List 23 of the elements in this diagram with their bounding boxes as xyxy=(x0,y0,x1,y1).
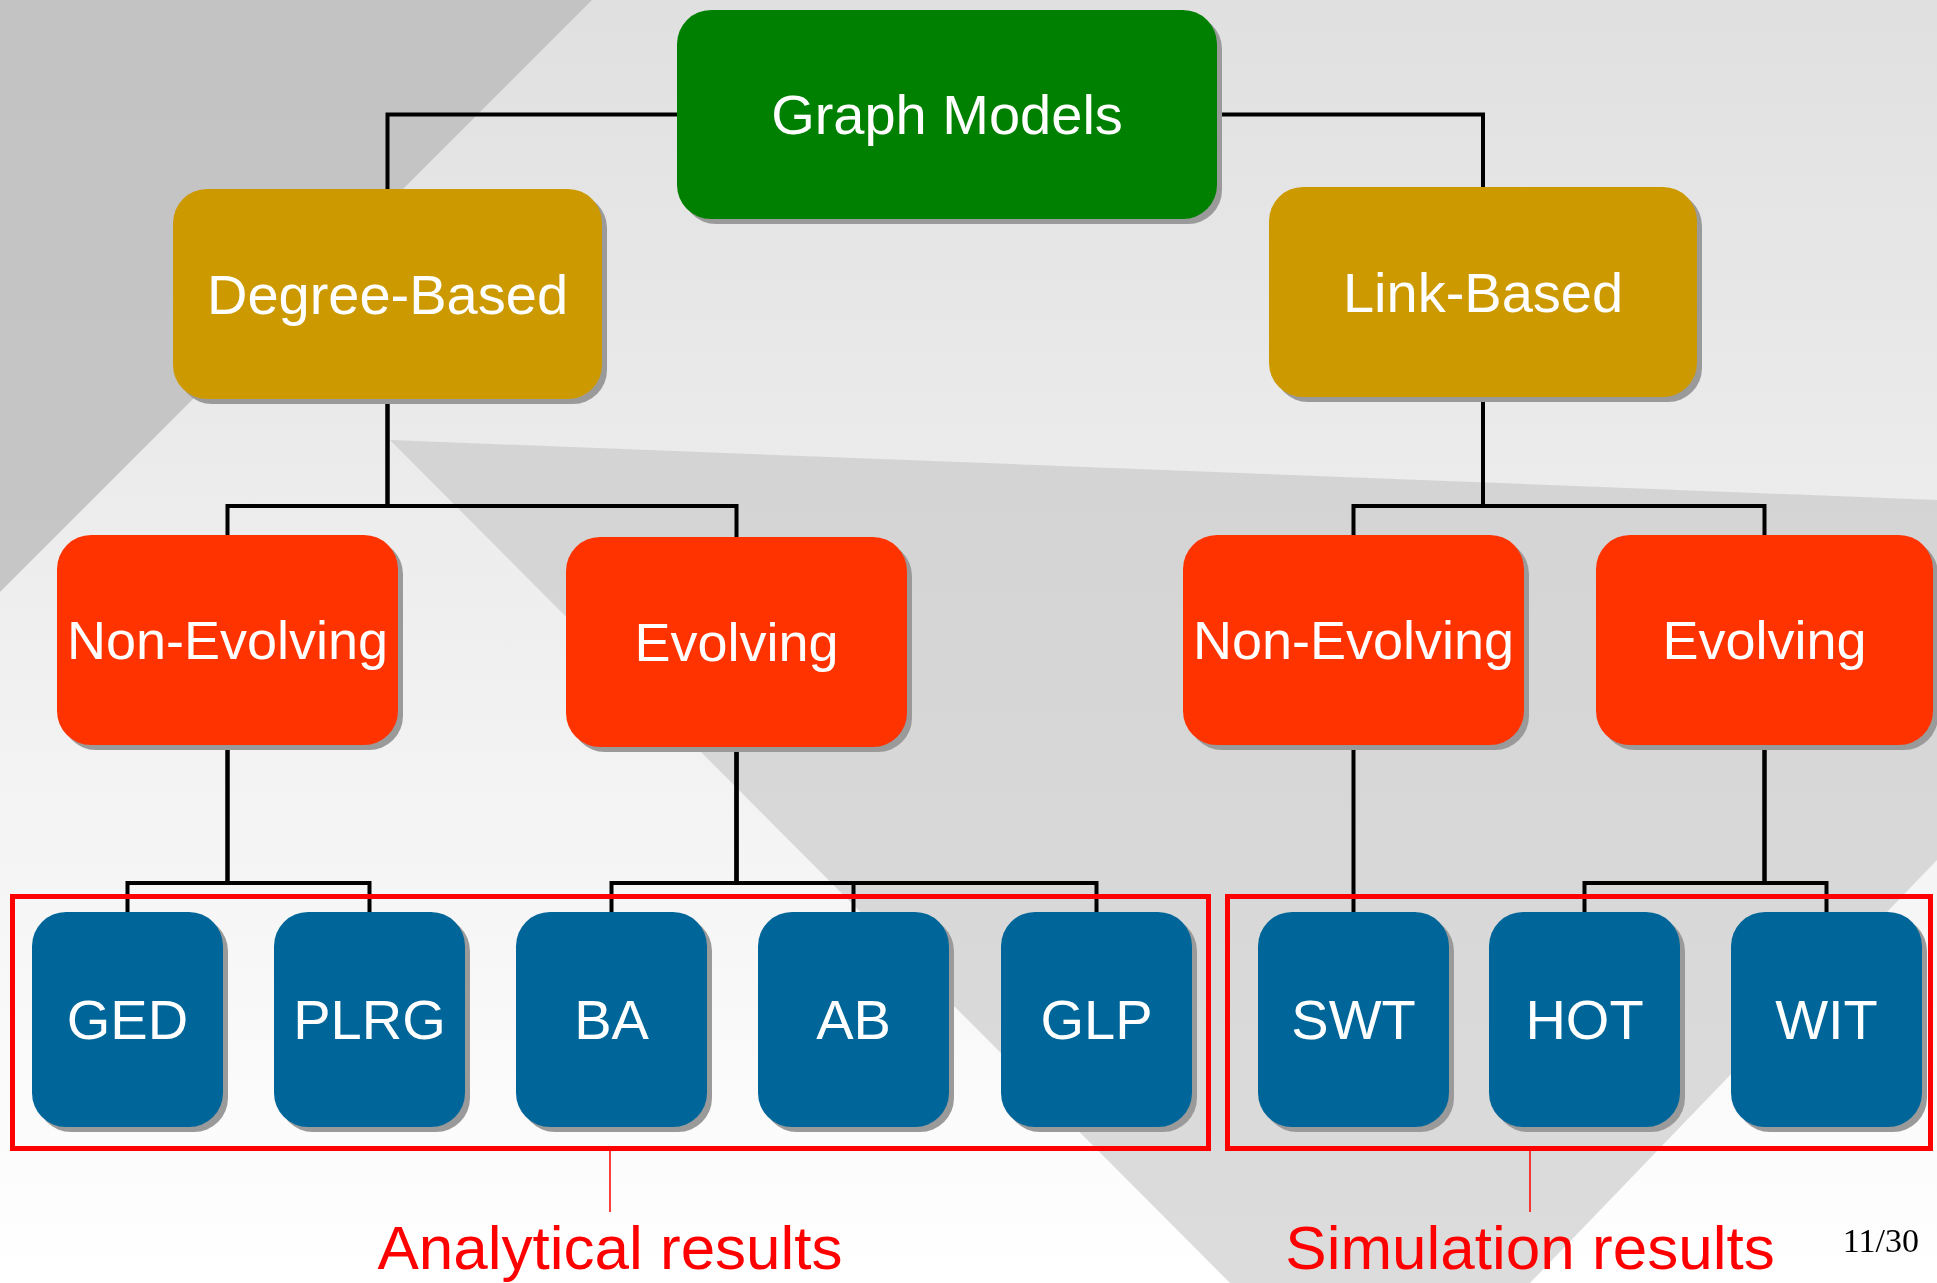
node-label: Non-Evolving xyxy=(66,609,389,671)
node-label: SWT xyxy=(1291,987,1416,1052)
group-frame xyxy=(1225,894,1933,1151)
node-label: GED xyxy=(66,987,189,1052)
node-label: GLP xyxy=(1040,987,1153,1052)
node-label: Evolving xyxy=(1662,609,1867,671)
node-label: Non-Evolving xyxy=(1192,609,1515,671)
node-label: Evolving xyxy=(634,611,839,673)
connector-line xyxy=(385,112,677,189)
node-label: BA xyxy=(574,987,649,1052)
node-label: HOT xyxy=(1525,987,1644,1052)
node-label: Link-Based xyxy=(1342,259,1624,325)
leader-line xyxy=(609,1150,611,1213)
caption-text: Analytical results xyxy=(377,1211,843,1283)
page-number: 11/30 xyxy=(1842,1222,1919,1260)
group-frame xyxy=(10,894,1211,1151)
node-label: AB xyxy=(816,987,891,1052)
leader-line xyxy=(1529,1150,1531,1213)
caption-text: Simulation results xyxy=(1285,1211,1775,1283)
node-label: Degree-Based xyxy=(206,261,569,327)
node-label: WIT xyxy=(1775,987,1878,1052)
node-label: PLRG xyxy=(293,987,446,1052)
node-label: Graph Models xyxy=(771,82,1123,147)
